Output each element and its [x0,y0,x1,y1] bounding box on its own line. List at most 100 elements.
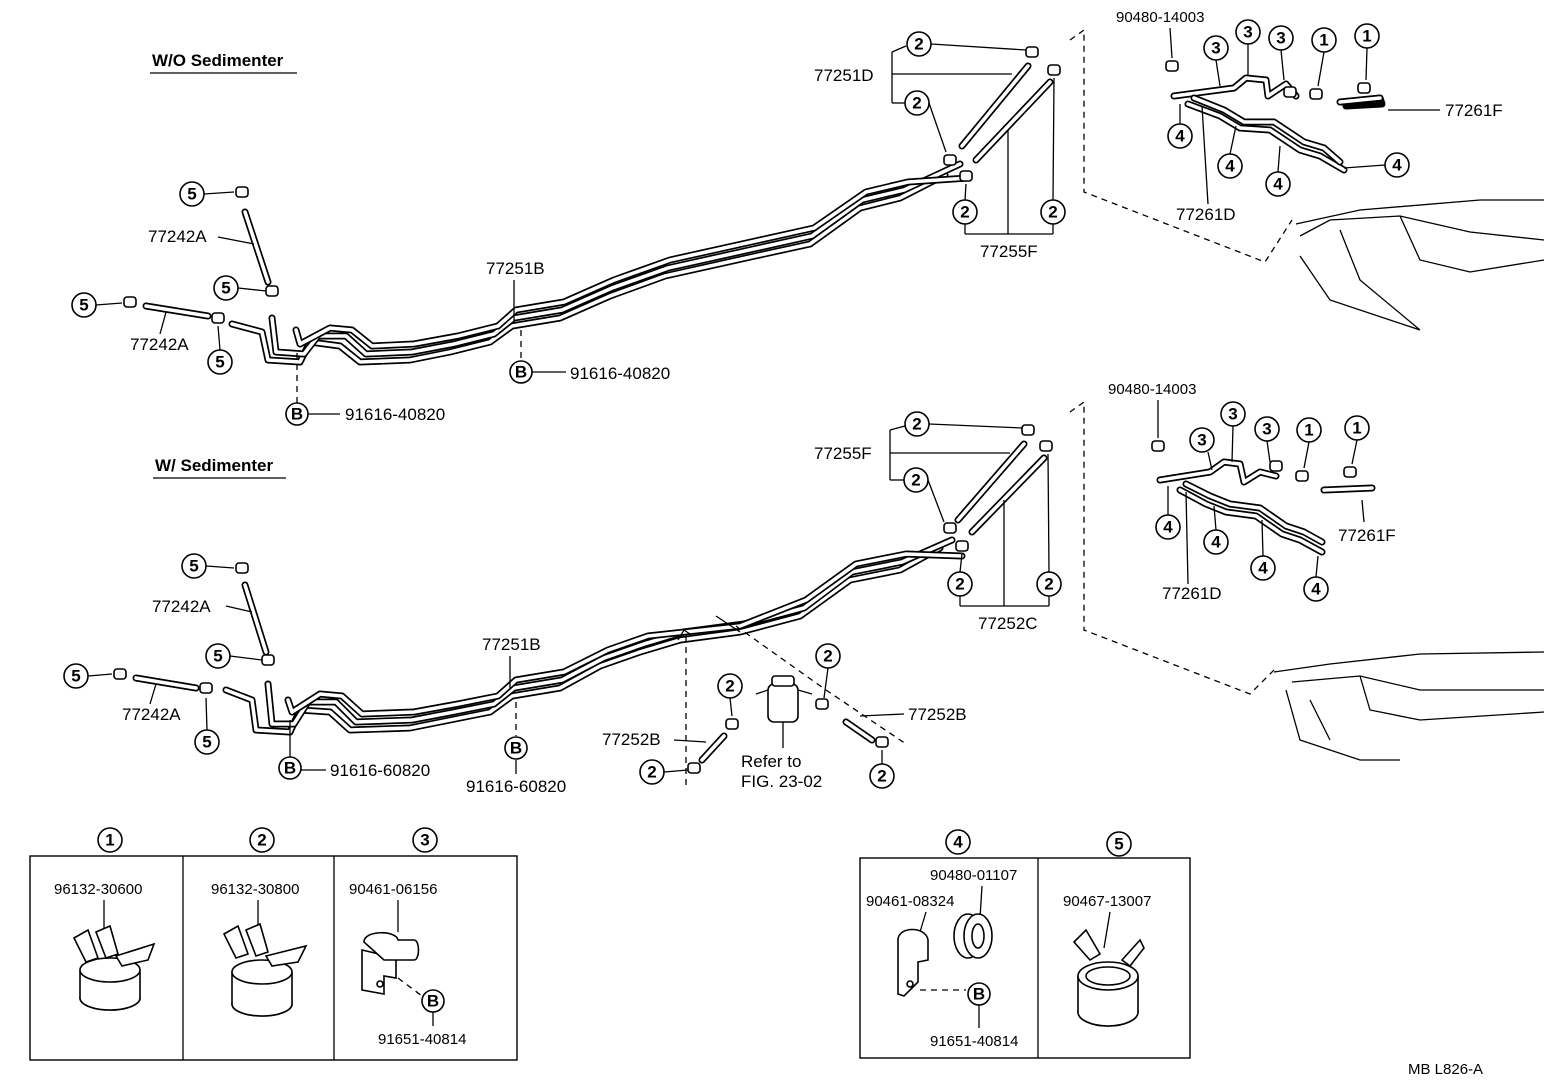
part-label-77252B: 77252B [908,705,967,724]
svg-text:B: B [510,739,522,758]
legend-callout-3: 3 [412,827,438,853]
callout-2: 2 [869,763,895,789]
svg-text:5: 5 [215,353,224,372]
callout-2: 2 [952,199,978,225]
part-label-77242A: 77242A [130,335,189,354]
spring-clamp-icon [1072,928,1145,1027]
svg-text:4: 4 [1392,156,1402,175]
svg-text:4: 4 [953,833,963,852]
legend-part-96132-30600: 96132-30600 [54,881,142,898]
svg-text:1: 1 [1319,31,1328,50]
callout-2: 2 [639,759,665,785]
callout-2: 2 [906,31,932,57]
hose-clamp-large-icon [222,922,308,1017]
callout-5: 5 [194,729,220,755]
legend-group-right: 4 5 90480-01107 90461-08324 B 91651-4081… [859,829,1191,1059]
svg-text:B: B [427,992,439,1011]
svg-text:3: 3 [1211,39,1220,58]
svg-text:4: 4 [1225,157,1235,176]
legend-part-90461-08324: 90461-08324 [866,893,954,910]
part-label-77255F: 77255F [814,444,872,463]
callout-4: 4 [1265,171,1291,197]
callout-5: 5 [63,663,89,689]
svg-text:4: 4 [1211,533,1221,552]
part-label-77252B: 77252B [602,730,661,749]
svg-text:2: 2 [1044,575,1053,594]
callout-4: 4 [1303,576,1329,602]
section-without-sedimenter: W/O Sedimenter 5 77242A 5 5 [71,9,1544,426]
part-label-77255F: 77255F [980,242,1038,261]
callout-b: B [285,402,309,426]
hose-clamp-small-icon [72,924,156,1011]
svg-text:1: 1 [1362,27,1371,46]
callout-5: 5 [213,275,239,301]
svg-text:4: 4 [1175,127,1185,146]
svg-text:4: 4 [1311,580,1321,599]
refer-fig-label: FIG. 23-02 [741,772,822,791]
svg-text:5: 5 [221,279,230,298]
callout-b: B [509,360,533,384]
svg-text:2: 2 [725,677,734,696]
diagram-code: MB L826-A [1408,1061,1483,1078]
legend-part-96132-30800: 96132-30800 [211,881,299,898]
callout-3: 3 [1235,19,1261,45]
callout-2: 2 [904,411,930,437]
callout-3: 3 [1220,401,1246,427]
svg-text:3: 3 [1228,405,1237,424]
callout-5: 5 [179,181,205,207]
svg-text:5: 5 [1114,835,1123,854]
svg-text:3: 3 [1197,431,1206,450]
callout-b: B [278,756,302,780]
svg-text:B: B [973,985,985,1004]
callout-4: 4 [1384,152,1410,178]
part-label-77242A: 77242A [152,597,211,616]
part-label-77251B: 77251B [482,635,541,654]
svg-text:1: 1 [1352,419,1361,438]
legend-callout-b: B [421,989,445,1013]
legend-callout-1: 1 [97,827,123,853]
callout-5: 5 [205,643,231,669]
svg-text:5: 5 [189,557,198,576]
svg-text:2: 2 [823,647,832,666]
callout-2: 2 [947,571,973,597]
callout-4: 4 [1167,123,1193,149]
legend-callout-2: 2 [249,827,275,853]
sedimenter-body [767,683,799,723]
callout-1: 1 [1344,415,1370,441]
svg-text:5: 5 [71,667,80,686]
callout-4: 4 [1250,555,1276,581]
callout-3: 3 [1189,427,1215,453]
svg-text:2: 2 [914,35,923,54]
callout-1: 1 [1354,23,1380,49]
svg-text:3: 3 [1262,420,1271,439]
callout-b: B [504,736,528,760]
part-label-77251B: 77251B [486,259,545,278]
svg-text:5: 5 [213,647,222,666]
part-label-77261F: 77261F [1338,526,1396,545]
part-label-91616-60820: 91616-60820 [330,761,430,780]
legend-part-91651-40814: 91651-40814 [930,1033,1018,1050]
pipe-clip-with-grommet-icon [897,913,993,997]
callout-5: 5 [71,292,97,318]
svg-text:5: 5 [79,296,88,315]
svg-text:2: 2 [912,94,921,113]
refer-to-label: Refer to [741,752,801,771]
part-label-77261D: 77261D [1176,205,1236,224]
callout-1: 1 [1311,27,1337,53]
part-label-77261D: 77261D [1162,584,1222,603]
callout-2: 2 [1040,199,1066,225]
callout-4: 4 [1217,153,1243,179]
svg-text:3: 3 [1276,29,1285,48]
part-label-91616-40820: 91616-40820 [570,364,670,383]
callout-2: 2 [1036,571,1062,597]
svg-text:2: 2 [257,831,266,850]
svg-text:2: 2 [647,763,656,782]
svg-text:2: 2 [955,575,964,594]
callout-2: 2 [903,467,929,493]
section-title-with-sedimenter: W/ Sedimenter [155,456,273,475]
legend-part-90461-06156: 90461-06156 [349,881,437,898]
part-label-77242A: 77242A [122,705,181,724]
part-label-90480-14003: 90480-14003 [1108,381,1196,398]
legend-part-90480-01107: 90480-01107 [930,867,1017,884]
